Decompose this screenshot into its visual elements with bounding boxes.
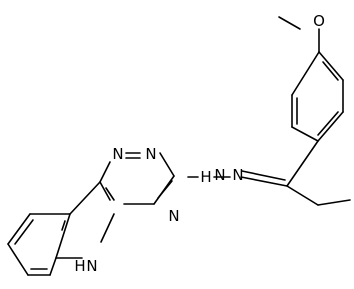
- methoxyphenyl-ring: [291, 51, 344, 142]
- indole-h-label: H: [74, 257, 85, 275]
- hydrazone-n2-label: N: [214, 166, 225, 184]
- triazine-ring: [99, 152, 175, 205]
- triazine-n2-label: N: [145, 145, 156, 163]
- indole-nh-label: N: [86, 257, 97, 275]
- triazine-n1-label: N: [112, 145, 123, 163]
- methoxy-group: [278, 16, 320, 53]
- triazine-n4-label: N: [168, 207, 179, 225]
- hydrazone-n1-label: N: [232, 166, 243, 184]
- hydrazone-h-label: H: [200, 168, 211, 186]
- hydrazone-carbon: [240, 140, 351, 206]
- indole-system: [7, 181, 115, 276]
- methoxy-oxygen-label: O: [313, 12, 325, 30]
